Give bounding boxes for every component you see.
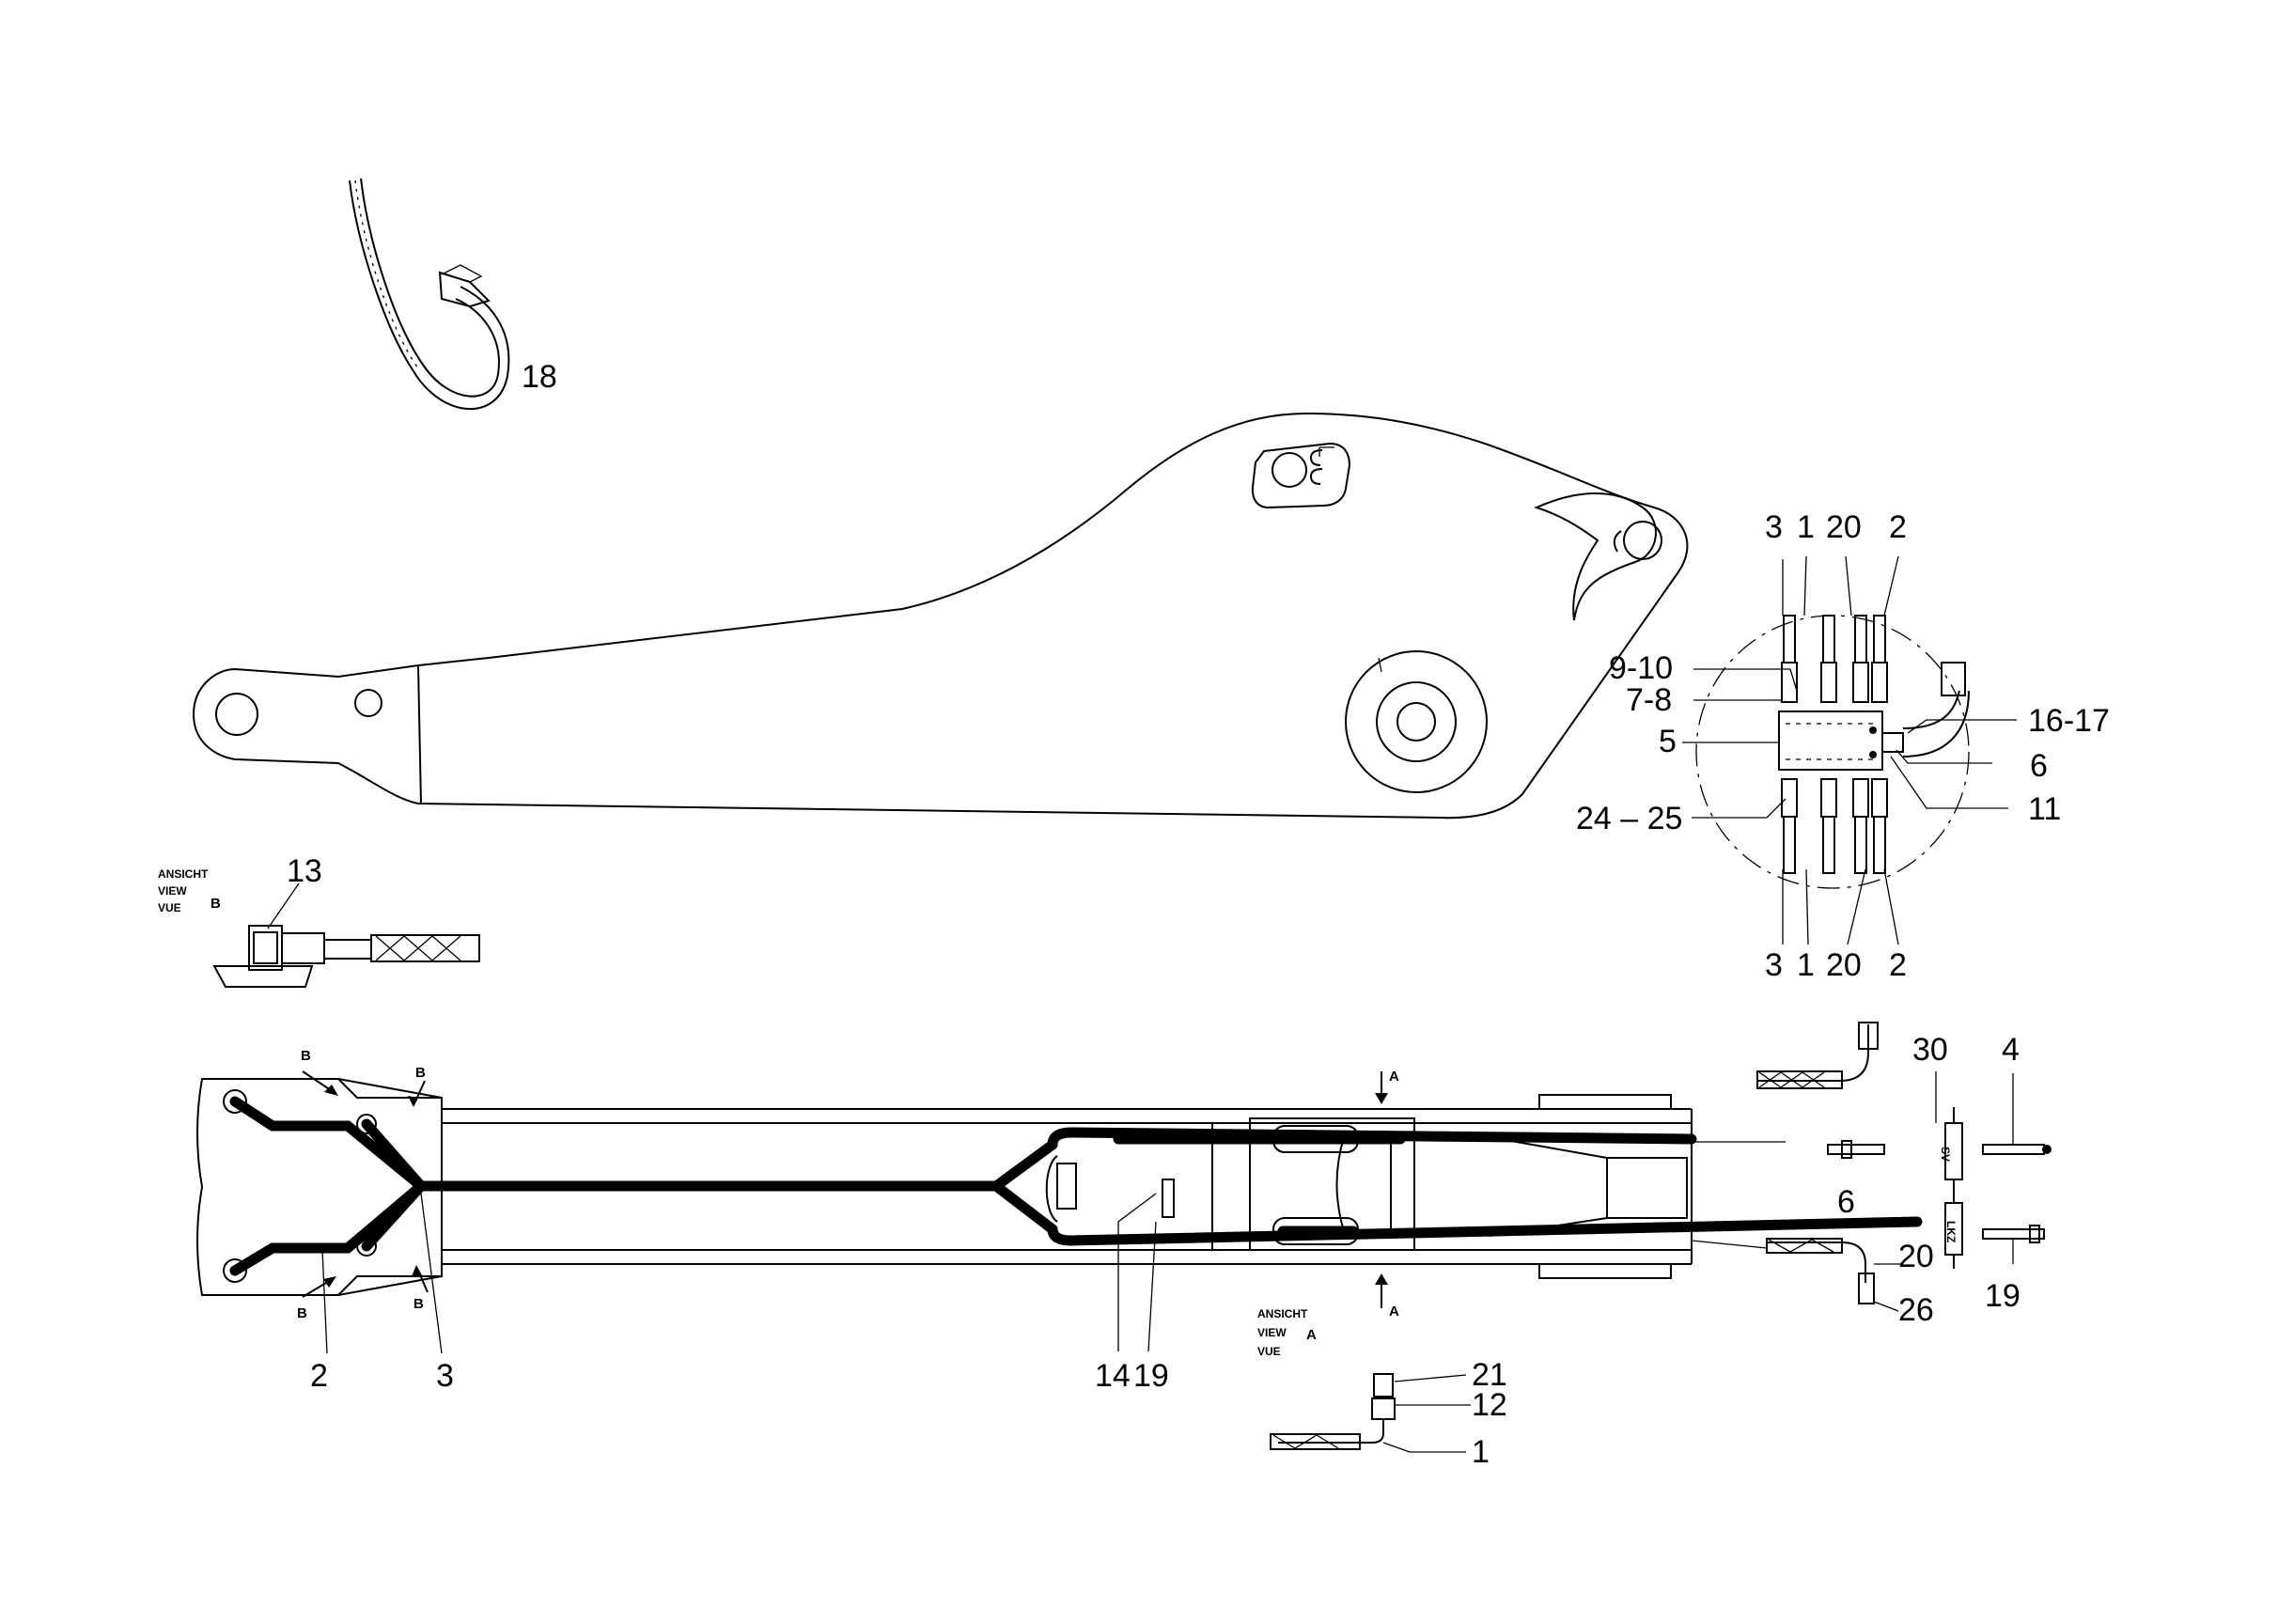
arrow-b-letter-3: B: [297, 1305, 307, 1321]
label-right-4: 4: [2002, 1032, 2020, 1068]
view-a-letter: A: [1306, 1327, 1317, 1343]
label-boom-3: 3: [436, 1358, 454, 1394]
label-boom-2: 2: [310, 1358, 328, 1394]
detail-label-7-8: 7-8: [1626, 682, 1672, 718]
boom-plan-view: [196, 1070, 1923, 1354]
valve-block-detail-circle: [1682, 555, 2017, 945]
label-right-19: 19: [1985, 1278, 2021, 1314]
arrow-a-letter-top: A: [1389, 1069, 1399, 1085]
label-right-20: 20: [1898, 1239, 1934, 1274]
label-view-a-12: 12: [1472, 1387, 1507, 1423]
arrow-b-letter-4: B: [413, 1296, 424, 1312]
detail-label-6: 6: [2030, 748, 2048, 784]
detail-top-label-2: 2: [1889, 509, 1907, 545]
detail-top-label-1: 1: [1797, 509, 1815, 545]
detail-bottom-label-2: 2: [1889, 947, 1907, 983]
detail-label-9-10: 9-10: [1609, 650, 1673, 686]
view-b-letter: B: [211, 896, 221, 912]
right-side-parts: [1756, 1022, 2052, 1312]
label-right-26: 26: [1898, 1292, 1934, 1328]
label-right-6: 6: [1837, 1184, 1855, 1220]
label-view-a-1: 1: [1472, 1434, 1490, 1470]
view-b-title-line3: VUE: [158, 901, 181, 914]
view-b-fitting-detail: [212, 882, 480, 988]
detail-bottom-label-3: 3: [1765, 947, 1783, 983]
view-a-title-line1: ANSICHT: [1257, 1307, 1308, 1320]
label-boom-19: 19: [1133, 1358, 1169, 1394]
label-view-b-fitting: 13: [287, 853, 322, 889]
detail-top-label-20: 20: [1826, 509, 1862, 545]
view-a-fitting-detail: [1270, 1373, 1471, 1453]
arrow-b-letter-2: B: [415, 1065, 426, 1081]
detail-label-24-25: 24 – 25: [1576, 801, 1682, 836]
label-view-a-21: 21: [1472, 1357, 1507, 1393]
view-b-title-line1: ANSICHT: [158, 867, 209, 881]
detail-top-label-3: 3: [1765, 509, 1783, 545]
marker-lkz-text: LKZ: [1944, 1221, 1958, 1242]
cable-tie-drawing: [349, 178, 510, 410]
detail-bottom-label-1: 1: [1797, 947, 1815, 983]
label-right-30: 30: [1912, 1032, 1948, 1068]
view-b-title-line2: VIEW: [158, 884, 187, 898]
marker-sv-text: SV: [1939, 1147, 1952, 1162]
detail-label-5: 5: [1659, 724, 1677, 759]
arrow-a-letter-bottom: A: [1389, 1304, 1399, 1320]
detail-bottom-label-20: 20: [1826, 947, 1862, 983]
arrow-b-letter-1: B: [301, 1048, 311, 1064]
view-a-title-line2: VIEW: [1257, 1326, 1287, 1339]
label-boom-14: 14: [1095, 1358, 1131, 1394]
boom-side-view: [192, 412, 1689, 820]
label-cable-tie: 18: [522, 359, 557, 395]
detail-label-16-17: 16-17: [2028, 703, 2110, 739]
view-a-title-line3: VUE: [1257, 1345, 1281, 1358]
detail-label-11: 11: [2028, 791, 2061, 827]
